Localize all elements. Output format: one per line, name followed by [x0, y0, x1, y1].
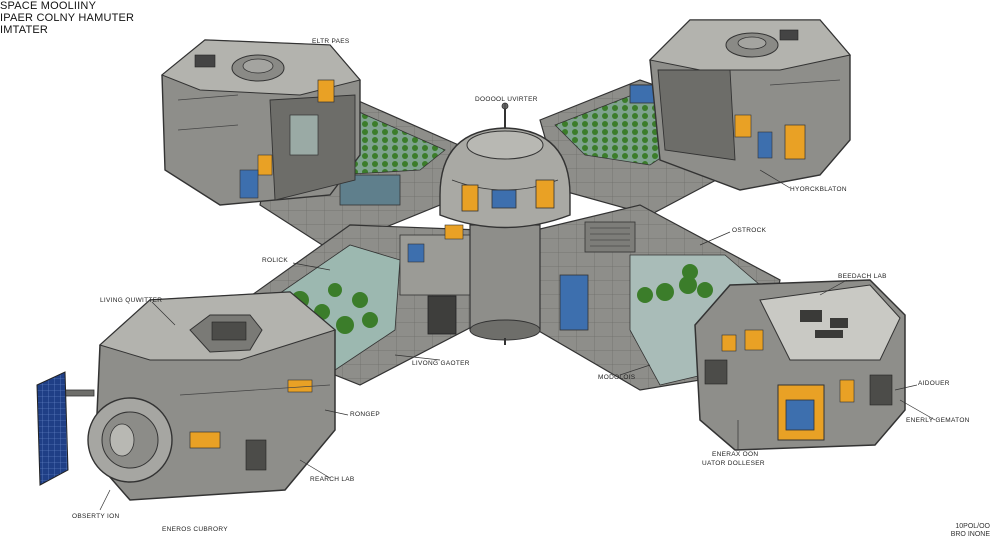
label-research-lab-bottom: REARCH LAB — [310, 476, 355, 483]
label-hydroponics: HYORCKBLATON — [790, 186, 847, 193]
label-aidouer: AIDOUER — [918, 380, 950, 387]
corner-line-2: BRO INONE — [950, 531, 990, 538]
pod-top-left — [161, 39, 361, 206]
pod-living-quarter — [87, 291, 337, 501]
label-observation: OBSERTY ION — [72, 513, 120, 520]
label-energy-oon: ENERAX OON — [712, 451, 759, 458]
pod-research-lab — [694, 279, 906, 451]
label-command-quarter: DOOOOL UVIRTER — [475, 96, 538, 103]
label-energy-generation: ENERLY GEMATON — [906, 417, 970, 424]
title-line-2: IPAER COLNY HAMUTER — [0, 12, 135, 24]
label-living-gaoter: LIVONG GAOTER — [412, 360, 470, 367]
label-rolick: ROLICK — [262, 257, 289, 264]
leader-lines — [99, 103, 936, 511]
hatch-icon — [231, 54, 285, 82]
solar-panel-icon — [36, 371, 95, 486]
label-research-lab-right: BEEDACH LAB — [838, 273, 887, 280]
label-modules: MODOLOIS — [598, 374, 636, 381]
pod-top-right — [648, 19, 851, 191]
label-ostrock: OSTROCK — [732, 227, 767, 234]
corner-line-1: 10POL/OO — [955, 523, 990, 530]
central-hub — [439, 102, 571, 345]
title-line-3: IMTATER — [0, 24, 49, 36]
label-living-quarter: LIVING QUWITTER — [100, 297, 163, 304]
label-energy-cubory: ENEROS CUBRORY — [162, 526, 228, 533]
label-rongep: RONGEP — [350, 411, 380, 418]
label-uator-dolleser: UATOR DOLLESER — [702, 460, 765, 467]
diagram-title: SPACE MOOLIINY IPAER COLNY HAMUTER IMTAT… — [0, 0, 134, 36]
label-top-left-pod: ELTR PAES — [312, 38, 350, 45]
hatch-icon — [87, 397, 173, 483]
corner-stamp: 10POL/OO BRO INONE — [951, 523, 990, 539]
title-line-1: SPACE MOOLIINY — [0, 0, 97, 12]
